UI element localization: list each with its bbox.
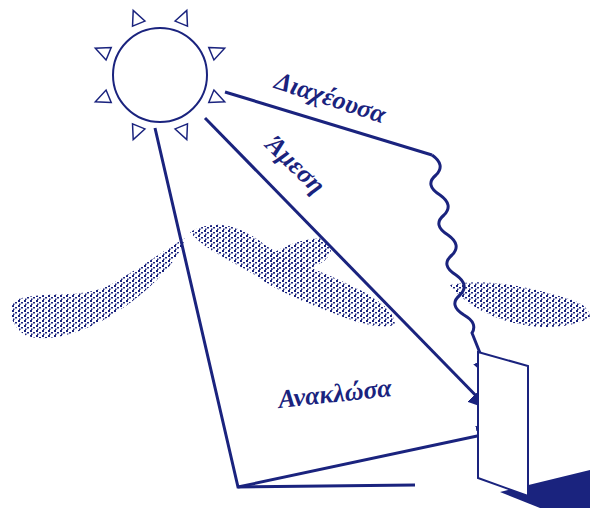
sun-ray-triangle (209, 90, 225, 102)
radiation-rays (155, 92, 496, 487)
diffuse-ray-wave (431, 155, 490, 378)
sun-ray-triangle (175, 10, 187, 26)
sun-ray-triangle (95, 90, 111, 102)
radiation-label: Ανακλώσα (277, 375, 393, 413)
radiation-label: Άμεση (261, 131, 330, 199)
clouds (11, 225, 590, 339)
sun-ray-triangle (133, 10, 145, 26)
reflected-ray (238, 432, 496, 487)
sun-ray-triangle (95, 48, 111, 60)
solar-panel (478, 352, 590, 508)
radiation-label: Διαχέουσα (271, 68, 388, 128)
sun-ray-triangle (175, 124, 187, 140)
sun-ray-triangle (209, 48, 225, 60)
reflected-ray-ground (155, 128, 415, 487)
sun-ray-triangle (133, 124, 145, 140)
